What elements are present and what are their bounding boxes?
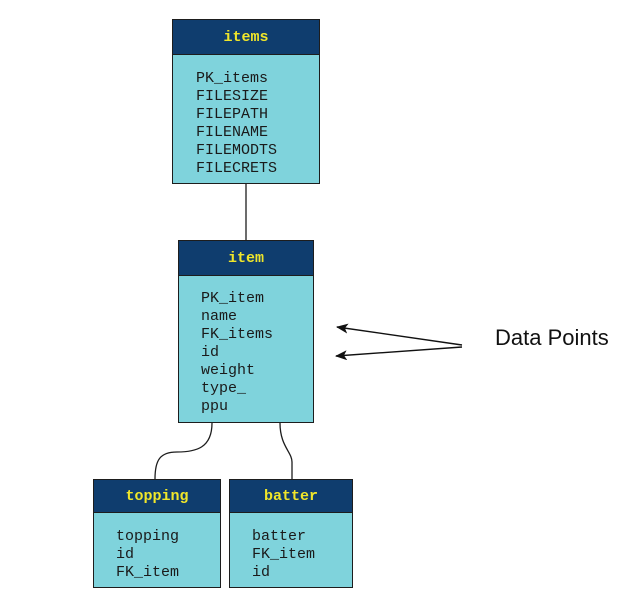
field-ppu: ppu [201, 398, 229, 415]
field-fk-items: FK_items [201, 326, 274, 343]
entity-items-fields: PK_items FILESIZE FILEPATH FILENAME FILE… [173, 55, 319, 178]
field-weight: weight [201, 362, 256, 379]
field-batter-id: id [252, 564, 271, 581]
entity-batter-title: batter [230, 480, 352, 513]
field-filename: FILENAME [196, 124, 269, 141]
relationship-item-topping [154, 422, 213, 480]
field-pk-item: PK_item [201, 290, 265, 307]
field-filecrets: FILECRETS [196, 160, 278, 177]
entity-item-title: item [179, 241, 313, 276]
relationship-item-batter [279, 422, 293, 479]
entity-items: items PK_items FILESIZE FILEPATH FILENAM… [172, 19, 320, 184]
entity-topping: topping topping id FK_item [93, 479, 221, 588]
entity-topping-fields: topping id FK_item [94, 513, 220, 582]
annotation-arrow-fk-items [336, 323, 463, 346]
field-topping-id: id [116, 546, 135, 563]
field-filemodts: FILEMODTS [196, 142, 278, 159]
field-batter-fk-item: FK_item [252, 546, 316, 563]
field-batter: batter [252, 528, 307, 545]
entity-topping-title: topping [94, 480, 220, 513]
entity-batter-fields: batter FK_item id [230, 513, 352, 582]
entity-items-title: items [173, 20, 319, 55]
field-id: id [201, 344, 220, 361]
entity-item-fields: PK_item name FK_items id weight type_ pp… [179, 276, 313, 416]
entity-batter: batter batter FK_item id [229, 479, 353, 588]
field-topping: topping [116, 528, 180, 545]
field-topping-fk-item: FK_item [116, 564, 180, 581]
field-filepath: FILEPATH [196, 106, 269, 123]
field-type: type_ [201, 380, 247, 397]
annotation-label: Data Points [495, 325, 609, 350]
entity-item: item PK_item name FK_items id weight typ… [178, 240, 314, 423]
field-filesize: FILESIZE [196, 88, 269, 105]
field-pk-items: PK_items [196, 70, 269, 87]
annotation-arrow-id [335, 346, 463, 361]
field-name: name [201, 308, 238, 325]
